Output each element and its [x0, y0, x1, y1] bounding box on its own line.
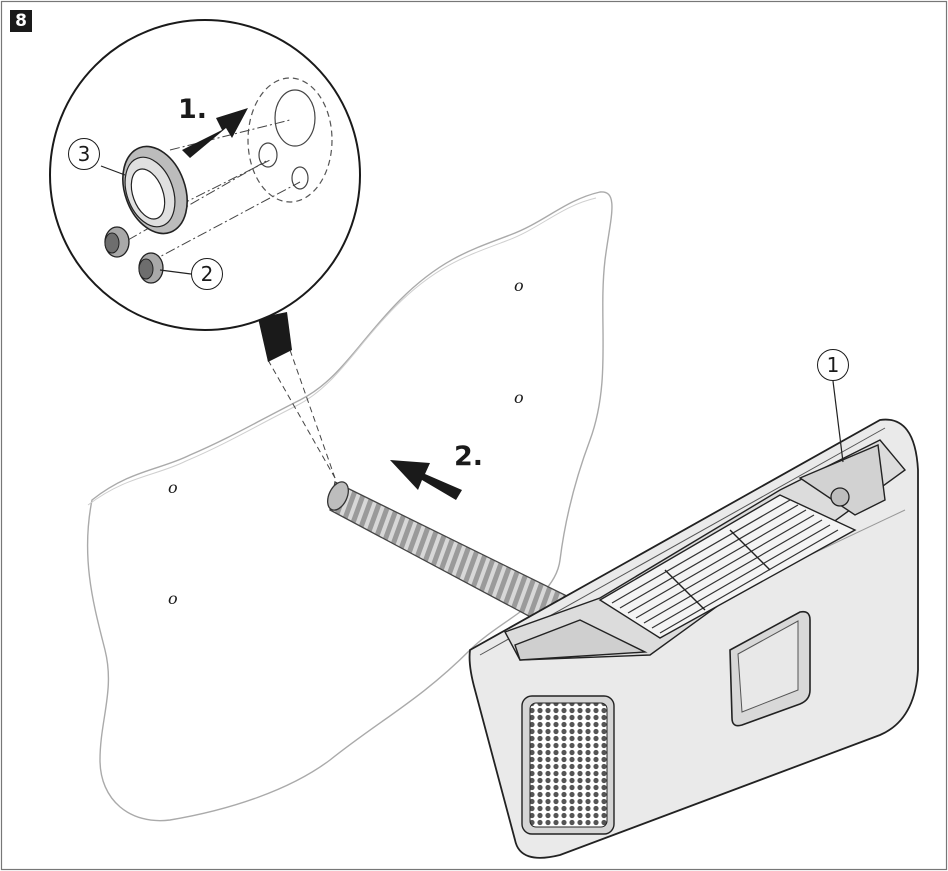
hole-mark: o [514, 388, 524, 407]
hole-mark: o [168, 478, 178, 497]
projection-lines [267, 349, 336, 479]
callout-2: 2 [191, 258, 223, 290]
callout-1-leader [832, 380, 844, 463]
detail-magnifier [49, 19, 361, 331]
arrow-step-1 [182, 108, 248, 158]
step-2-label: 2. [454, 441, 484, 472]
callout-3: 3 [68, 138, 100, 170]
magnifier-stem [258, 312, 292, 362]
step-1-label: 1. [178, 94, 208, 125]
housing [468, 418, 919, 859]
hole-mark: o [168, 589, 178, 608]
step-number-badge: 8 [10, 10, 32, 32]
callout-1: 1 [817, 349, 849, 381]
arrow-step-2 [390, 460, 462, 500]
hole-mark: o [514, 276, 524, 295]
